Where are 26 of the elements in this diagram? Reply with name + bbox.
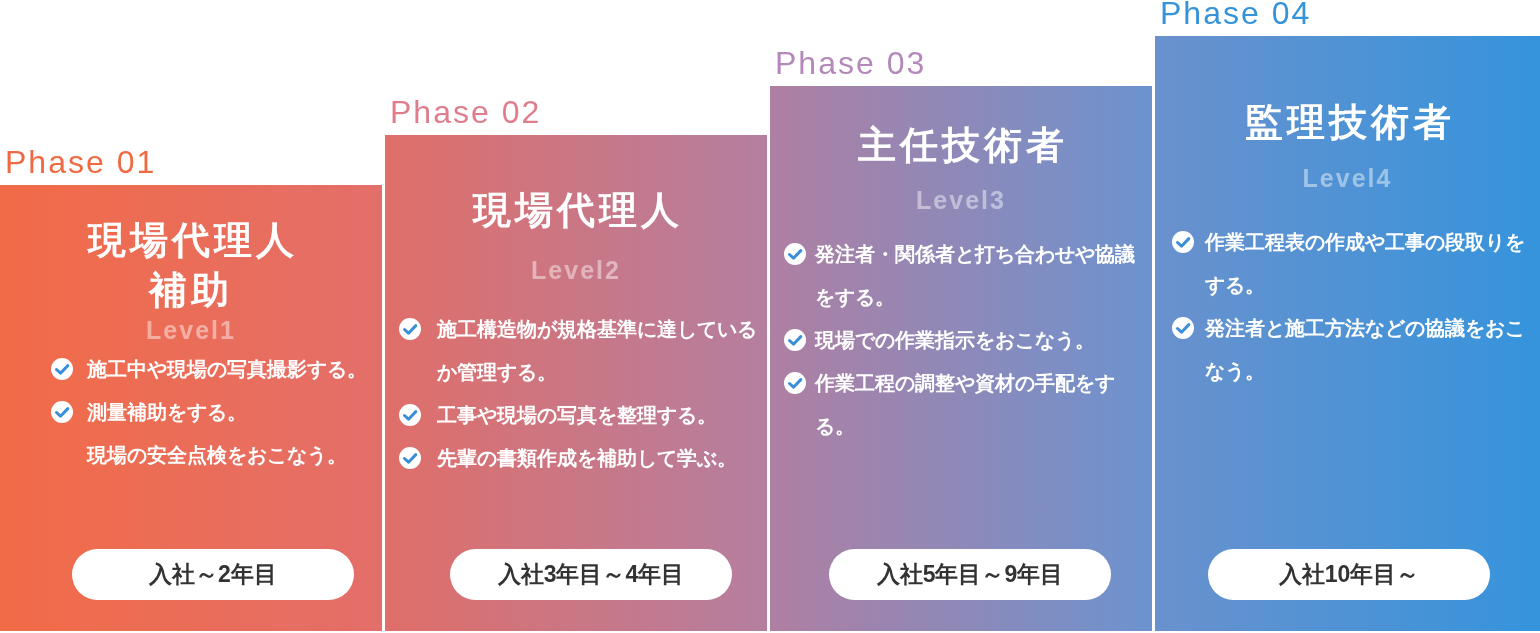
phase-heading: Phase 01 bbox=[5, 149, 157, 175]
role-title: 監理技術者 bbox=[1243, 100, 1456, 145]
phase-heading: Phase 02 bbox=[390, 99, 542, 125]
level-label: Level1 bbox=[146, 315, 236, 345]
bullet-text: 現場の安全点検をおこなう。 bbox=[87, 443, 348, 468]
bullet-text: 施工構造物が規格基準に達しているか管理する。 bbox=[437, 317, 758, 385]
tenure-pill: 入社3年目～4年目 bbox=[450, 549, 732, 600]
role-title: 主任技術者 bbox=[857, 123, 1069, 168]
bullet-text: 発注者・関係者と打ち合わせや協議をする。 bbox=[815, 242, 1136, 310]
bullet-text: 先輩の書類作成を補助して学ぶ。 bbox=[437, 446, 738, 471]
phase-heading: Phase 04 bbox=[1160, 0, 1312, 26]
bullet-text: 工事や現場の写真を整理する。 bbox=[437, 403, 718, 428]
bullet-text: 発注者と施工方法などの協議をおこなう。 bbox=[1205, 316, 1526, 384]
phase-heading: Phase 03 bbox=[775, 50, 927, 76]
bullet-text: 作業工程表の作成や工事の段取りをする。 bbox=[1205, 230, 1526, 298]
tenure-pill: 入社～2年目 bbox=[72, 549, 354, 600]
bullet-text: 施工中や現場の写真撮影する。 bbox=[87, 357, 368, 382]
level-label: Level4 bbox=[1302, 163, 1393, 193]
tenure-pill: 入社5年目～9年目 bbox=[829, 549, 1111, 600]
level-label: Level2 bbox=[531, 255, 621, 285]
bullet-text: 測量補助をする。 bbox=[87, 400, 248, 425]
role-title: 現場代理人補助 bbox=[86, 218, 299, 313]
tenure-pill: 入社10年目～ bbox=[1208, 549, 1490, 600]
bullet-text: 作業工程の調整や資材の手配をする。 bbox=[815, 371, 1116, 439]
role-title: 現場代理人 bbox=[471, 188, 684, 233]
bullet-text: 現場での作業指示をおこなう。 bbox=[815, 328, 1096, 353]
